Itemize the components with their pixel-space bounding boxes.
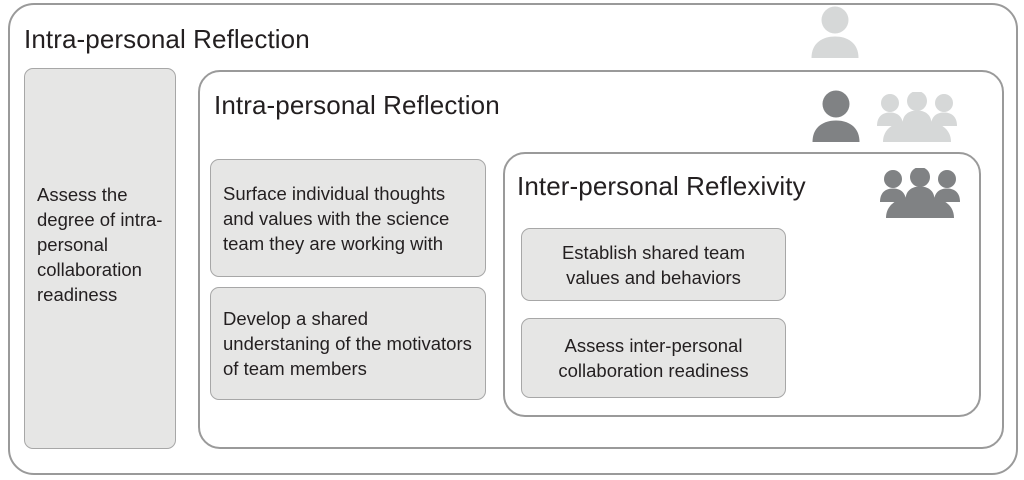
- card-text: Assess inter-personal collaboration read…: [558, 335, 749, 381]
- card-text: Develop a shared understaning of the mot…: [223, 308, 472, 379]
- card-develop-shared-understanding: Develop a shared understaning of the mot…: [210, 287, 486, 400]
- person-icon: [811, 6, 859, 58]
- panel-title-inner: Inter-personal Reflexivity: [517, 171, 806, 201]
- card-assess-inter-personal-readiness: Assess inter-personal collaboration read…: [521, 318, 786, 398]
- card-text: Assess the degree of intra-personal coll…: [37, 184, 163, 305]
- group-of-three-icon: [877, 92, 957, 142]
- card-assess-intra-personal-readiness: Assess the degree of intra-personal coll…: [24, 68, 176, 449]
- card-establish-shared-team-values: Establish shared team values and behavio…: [521, 228, 786, 301]
- group-of-three-icon: [880, 168, 960, 218]
- card-text: Surface individual thoughts and values w…: [223, 182, 450, 254]
- panel-title-outer: Intra-personal Reflection: [24, 24, 310, 54]
- person-icon: [812, 90, 860, 142]
- card-text: Establish shared team values and behavio…: [561, 241, 746, 288]
- panel-title-middle: Intra-personal Reflection: [214, 90, 500, 120]
- card-surface-individual-thoughts: Surface individual thoughts and values w…: [210, 159, 486, 277]
